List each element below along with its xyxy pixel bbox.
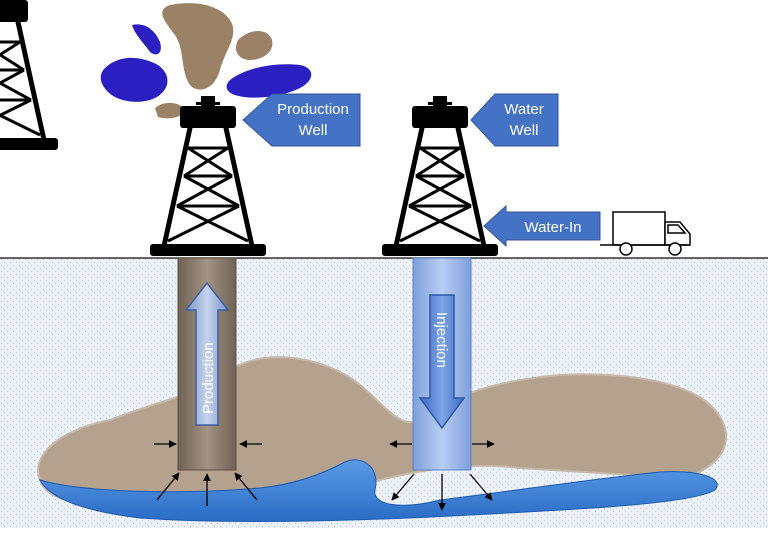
oil-derrick-icon: [0, 0, 58, 150]
production-flow-arrow: [184, 281, 230, 426]
production-well-label-line2: Well: [299, 122, 328, 139]
water-in-label: Water-In: [525, 219, 582, 236]
production-well-label-line1: Production: [277, 101, 349, 118]
water-well-label-line1: Water: [504, 101, 543, 118]
water-well-label-line2: Well: [510, 122, 539, 139]
water-in-arrow: Water-In: [483, 204, 601, 248]
water-zone: [39, 459, 718, 522]
production-inflow-arrows: [154, 440, 262, 506]
injection-outflow-arrows: [389, 440, 495, 511]
injection-arrow-label: Injection: [433, 312, 450, 368]
water-well-callout: Water Well: [470, 93, 559, 147]
water-truck-icon: [600, 211, 691, 256]
oil-water-splash: [100, 3, 312, 119]
production-well-callout: Production Well: [242, 93, 361, 147]
production-arrow-label: Production: [200, 342, 217, 414]
injection-flow-arrow: [418, 294, 466, 430]
